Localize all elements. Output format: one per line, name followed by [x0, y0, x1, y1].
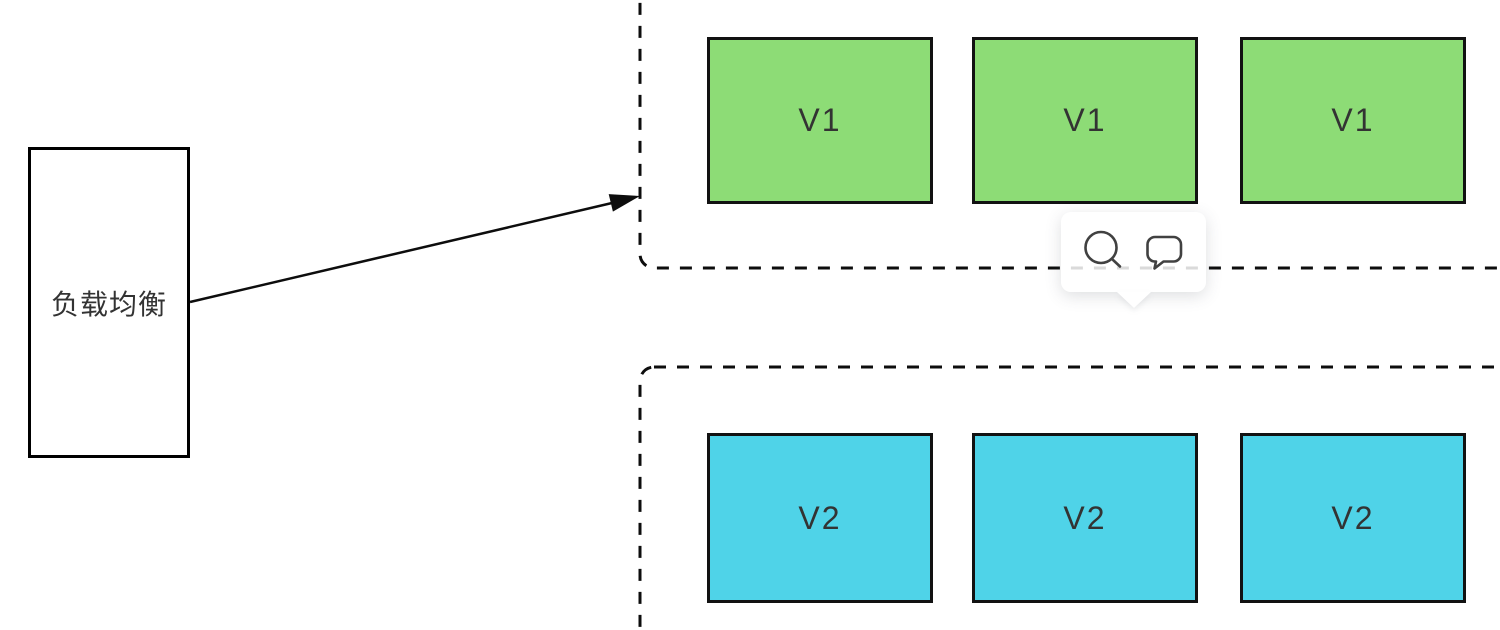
v2-node-3-label: V2	[1331, 499, 1375, 536]
v1-node-3-label: V1	[1331, 102, 1375, 138]
v1-node-2[interactable]: V1	[972, 37, 1198, 204]
arrow-line[interactable]	[189, 201, 613, 304]
load-balancer-label: 负载均衡	[50, 288, 167, 320]
v1-node-1-label: V1	[798, 102, 842, 138]
arrow-head-icon	[608, 194, 640, 212]
v2-node-3[interactable]: V2	[1240, 433, 1466, 603]
v2-group-boundary[interactable]	[638, 365, 1500, 630]
v1-node-1[interactable]: V1	[707, 37, 933, 204]
v1-node-3[interactable]: V1	[1240, 37, 1466, 204]
v2-node-2[interactable]: V2	[972, 433, 1198, 603]
v1-node-2-label: V1	[1063, 102, 1107, 138]
magnifier-icon[interactable]	[1082, 230, 1126, 274]
toolbar-caret-icon	[1117, 292, 1151, 308]
hover-toolbar	[1061, 212, 1206, 308]
v2-node-1-label: V2	[798, 499, 842, 536]
comment-icon[interactable]	[1142, 230, 1186, 274]
load-balancer-node[interactable]: 负载均衡	[28, 147, 190, 458]
v2-node-1[interactable]: V2	[707, 433, 933, 603]
v2-node-2-label: V2	[1063, 499, 1107, 536]
